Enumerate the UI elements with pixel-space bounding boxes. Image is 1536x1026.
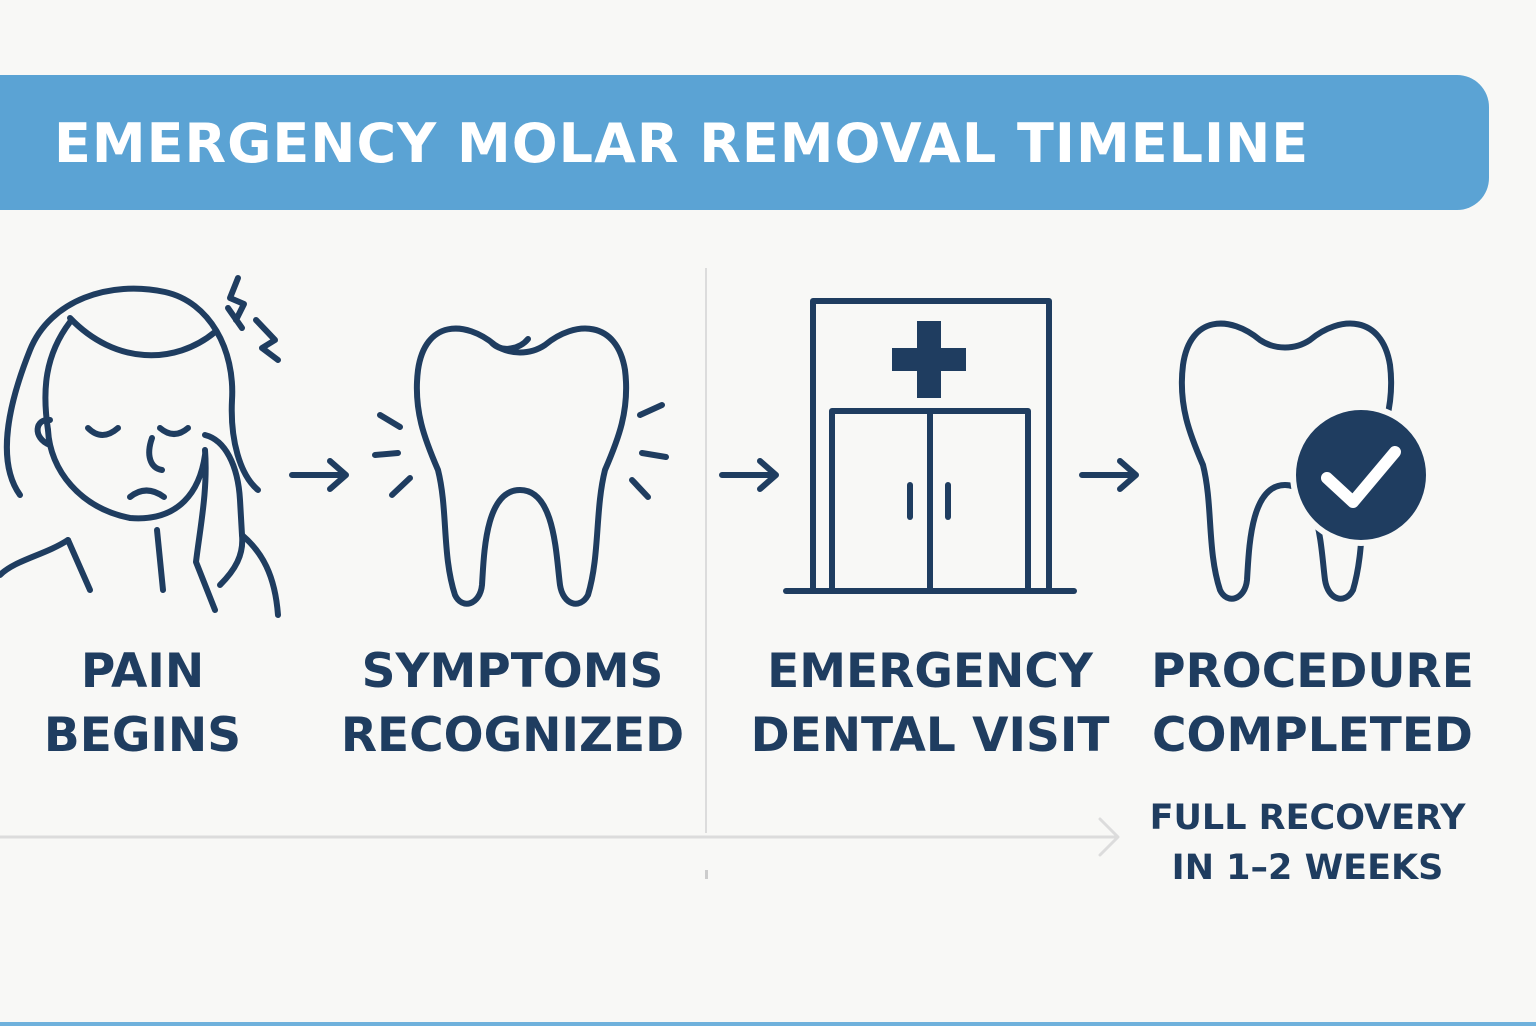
divider-tick [705, 870, 708, 879]
recovery-note: FULL RECOVERY IN 1–2 WEEKS [1149, 798, 1466, 888]
title-banner [0, 75, 1489, 210]
page-title: EMERGENCY MOLAR REMOVAL TIMELINE [54, 112, 1310, 175]
step-label-emergency-dental-visit: EMERGENCY DENTAL VISIT [750, 644, 1110, 763]
step-label-procedure-completed: PROCEDURE COMPLETED [1151, 644, 1474, 763]
step-label-pain-begins: PAIN BEGINS [43, 644, 242, 763]
tooth-checkmark-icon [1165, 310, 1440, 610]
person-toothache-icon [0, 270, 290, 620]
aching-tooth-icon [370, 315, 670, 607]
timeline-divider [705, 268, 707, 833]
timeline-arrow [0, 815, 1125, 860]
arrow-right-icon [288, 455, 352, 495]
step-label-symptoms-recognized: SYMPTOMS RECOGNIZED [340, 644, 685, 763]
arrow-right-icon [718, 455, 782, 495]
bottom-accent-line [0, 1022, 1536, 1026]
arrow-right-icon [1078, 455, 1142, 495]
dental-clinic-icon [780, 295, 1080, 600]
